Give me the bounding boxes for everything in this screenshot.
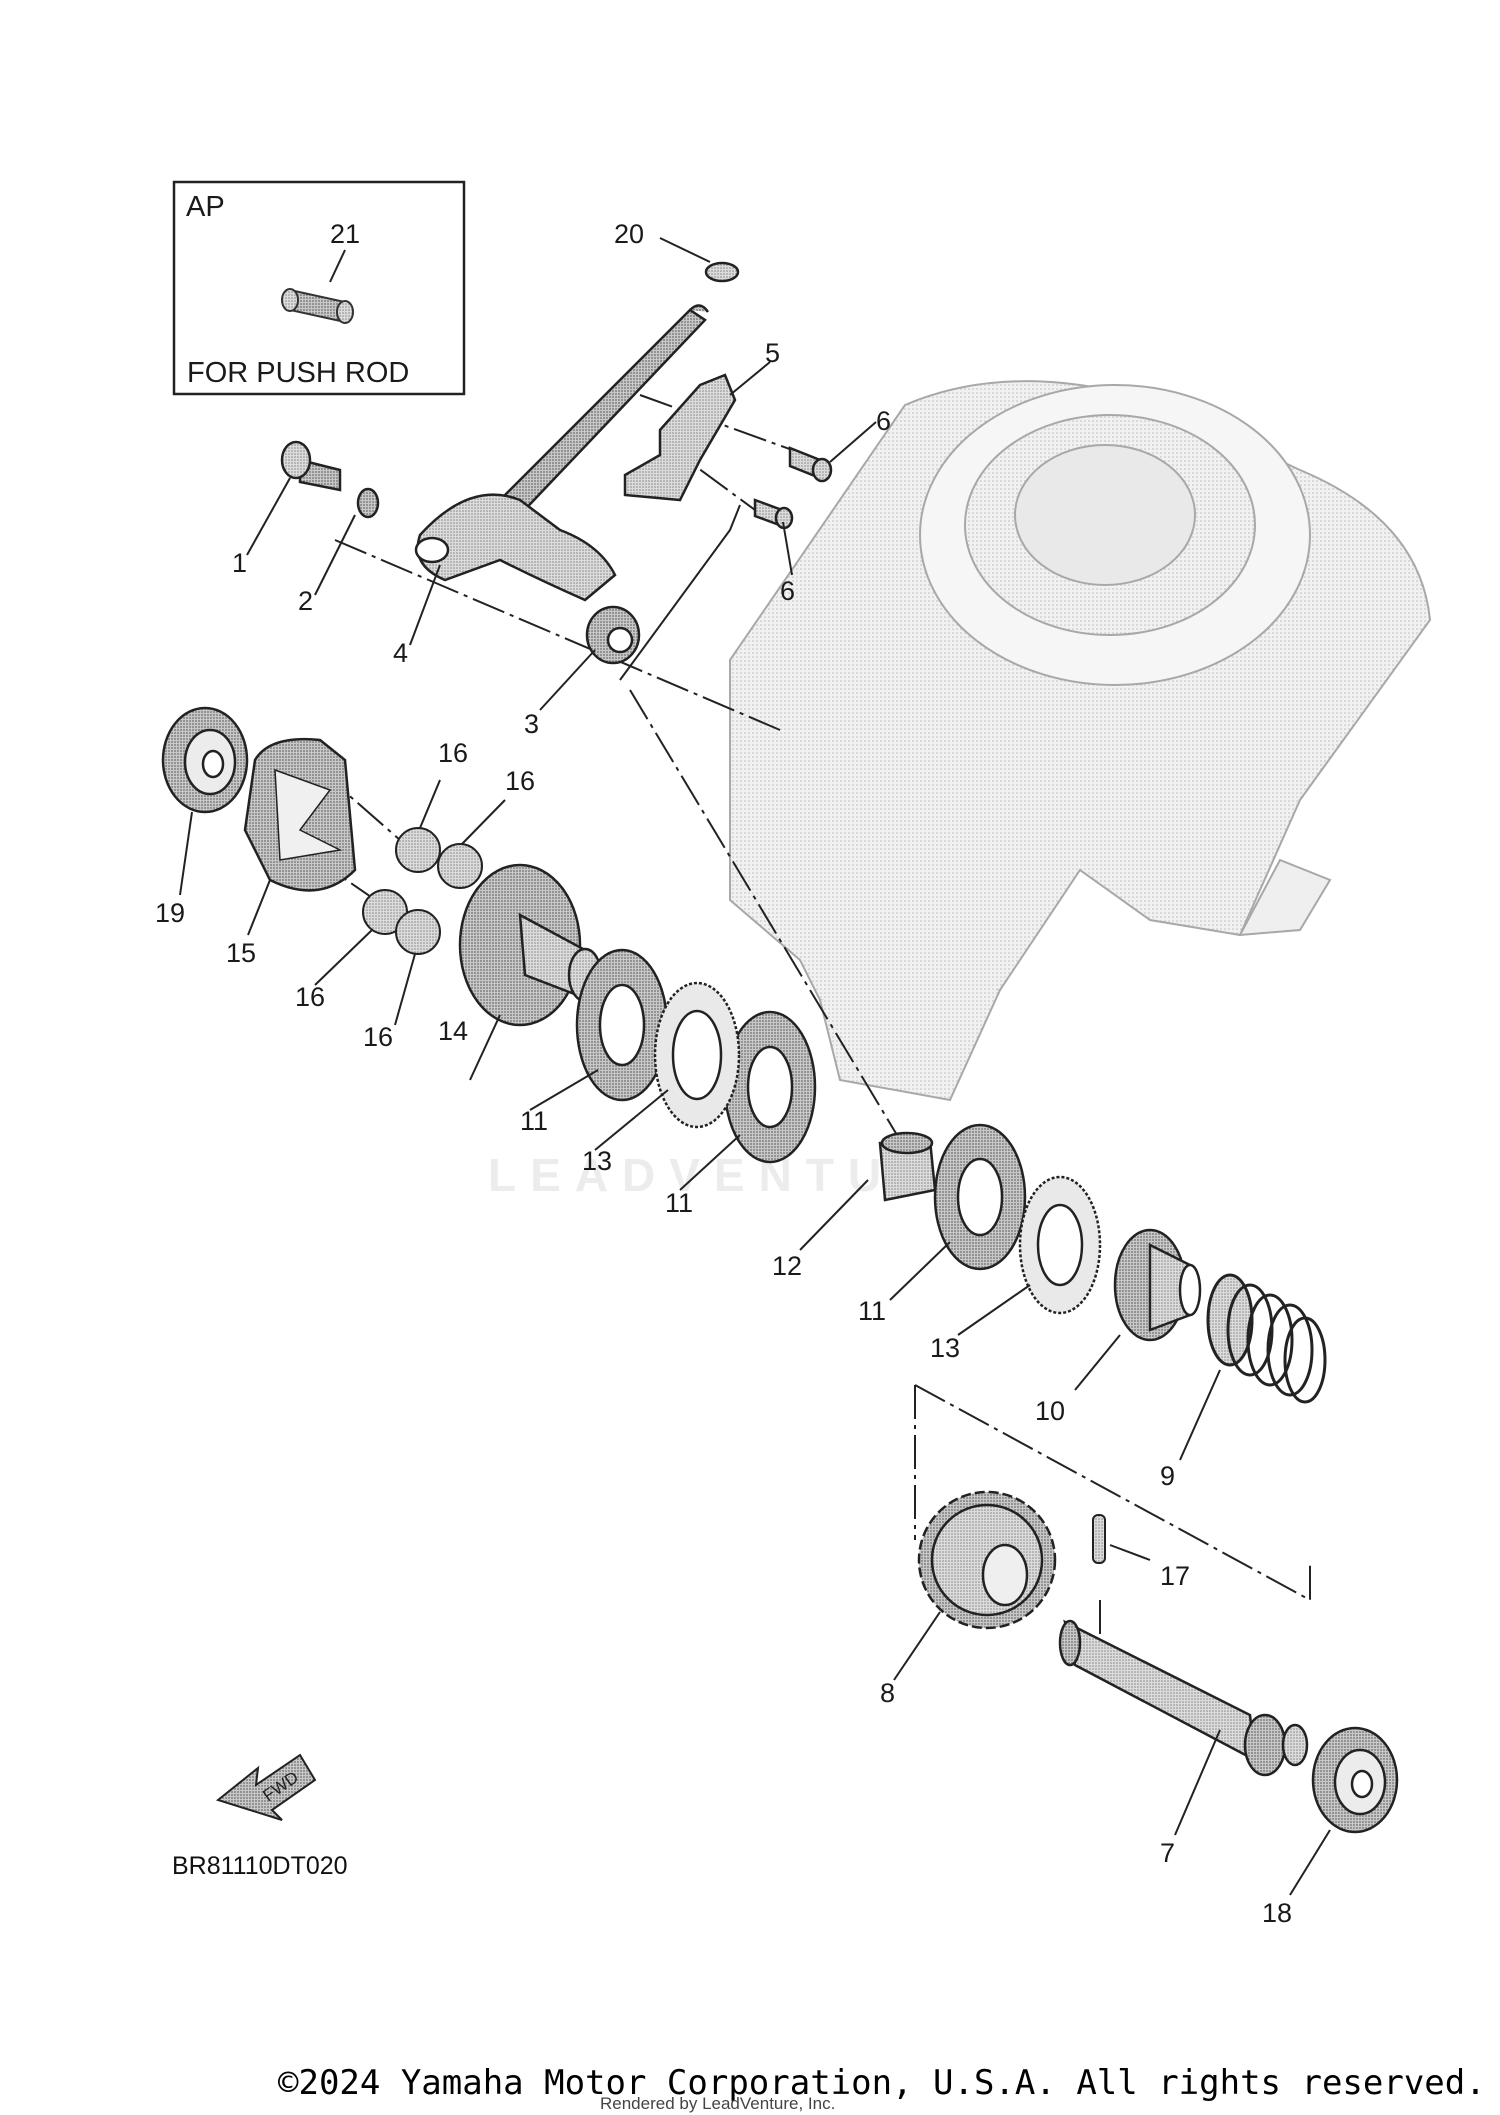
callout-19: 19 bbox=[155, 898, 185, 928]
callout-13-b: 13 bbox=[930, 1333, 960, 1363]
collar-3 bbox=[585, 605, 641, 665]
screw-6-lower bbox=[753, 498, 794, 530]
cylinder-outline bbox=[729, 380, 1432, 1102]
pin-17 bbox=[1092, 1514, 1106, 1564]
diagram-code: BR81110DT020 bbox=[172, 1852, 348, 1880]
inset-part-number: 21 bbox=[330, 219, 360, 249]
forward-arrow-icon: FWD bbox=[215, 1753, 317, 1821]
callout-18: 18 bbox=[1262, 1898, 1292, 1928]
callout-11-c: 11 bbox=[858, 1296, 886, 1326]
callout-14: 14 bbox=[438, 1016, 468, 1046]
kick-shaft-7 bbox=[1058, 1619, 1309, 1777]
callout-16-c: 16 bbox=[295, 982, 325, 1012]
spring-9 bbox=[1206, 1273, 1327, 1404]
callout-16-b: 16 bbox=[505, 766, 535, 796]
callout-11-b: 11 bbox=[665, 1188, 693, 1218]
washer-2 bbox=[356, 487, 380, 519]
callout-17: 17 bbox=[1160, 1561, 1190, 1591]
callout-16-a: 16 bbox=[438, 738, 468, 768]
inset-code: AP bbox=[186, 191, 225, 223]
thrust-bearing-13 bbox=[653, 981, 1102, 1315]
callout-8: 8 bbox=[880, 1678, 895, 1708]
callout-3: 3 bbox=[524, 709, 539, 739]
leader-lines bbox=[179, 237, 1331, 1896]
bolt-1 bbox=[280, 440, 342, 492]
inset-caption: FOR PUSH ROD bbox=[187, 357, 409, 389]
callout-9: 9 bbox=[1160, 1461, 1175, 1491]
ball-16 bbox=[362, 827, 483, 955]
callout-10: 10 bbox=[1035, 1396, 1065, 1426]
guide-14 bbox=[458, 863, 603, 1027]
copyright-notice: ©2024 Yamaha Motor Corporation, U.S.A. A… bbox=[278, 2063, 1486, 2103]
collar-10 bbox=[1113, 1228, 1202, 1342]
callout-11-a: 11 bbox=[520, 1106, 548, 1136]
link-line bbox=[619, 504, 741, 681]
rendered-by-note: Rendered by LeadVenture, Inc. bbox=[600, 2094, 836, 2113]
callout-5: 5 bbox=[765, 338, 780, 368]
callout-16-d: 16 bbox=[363, 1022, 393, 1052]
bearing-18 bbox=[1311, 1726, 1399, 1834]
callout-20: 20 bbox=[614, 219, 644, 249]
shift-arm bbox=[623, 373, 737, 502]
push-rod-bushing-icon bbox=[281, 288, 354, 324]
callout-12: 12 bbox=[772, 1251, 802, 1281]
collar-12 bbox=[878, 1131, 937, 1202]
callout-4: 4 bbox=[393, 638, 408, 668]
shift-drum-segment-15 bbox=[243, 738, 357, 892]
callout-13-a: 13 bbox=[582, 1146, 612, 1176]
callout-6-lower: 6 bbox=[780, 576, 795, 606]
callout-1: 1 bbox=[232, 548, 247, 578]
inset-box: AP 21 FOR PUSH ROD bbox=[172, 180, 466, 396]
callout-6-upper: 6 bbox=[876, 406, 891, 436]
callout-2: 2 bbox=[298, 586, 313, 616]
screw-6-upper bbox=[788, 446, 833, 483]
bearing-19 bbox=[161, 706, 249, 814]
pin-20 bbox=[704, 261, 740, 283]
callout-15: 15 bbox=[226, 938, 256, 968]
washer-11 bbox=[575, 948, 1027, 1271]
gear-8 bbox=[917, 1490, 1057, 1630]
callout-7: 7 bbox=[1160, 1838, 1175, 1868]
shift-lever-assembly bbox=[414, 304, 710, 602]
